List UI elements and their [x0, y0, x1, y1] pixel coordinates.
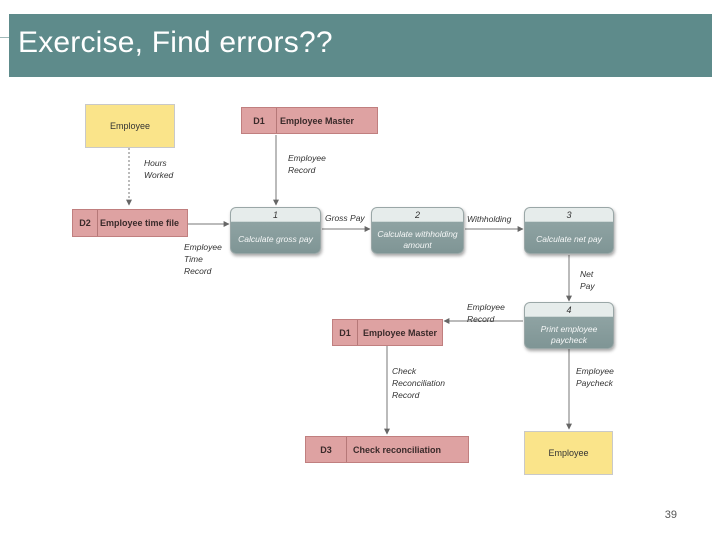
flow-label-employee-time-record: Employee Time Record — [184, 242, 222, 276]
flow-label-employee-record-top: Employee Record — [288, 153, 326, 175]
flow-label-hours-worked: Hours Worked — [144, 158, 174, 180]
external-entity-label: Employee — [109, 121, 151, 131]
process-id: 2 — [414, 210, 420, 220]
data-store-name: Employee time file — [100, 218, 180, 228]
external-entity-employee-bottom: Employee — [524, 431, 613, 475]
title-bar: Exercise, Find errors?? — [9, 14, 712, 77]
slide-title: Exercise, Find errors?? — [18, 26, 333, 59]
flow-label-withholding: Withholding — [467, 214, 512, 224]
data-store-id: D1 — [242, 108, 277, 133]
page-number: 39 — [664, 509, 677, 521]
data-store-d1-mid: D1 Employee Master — [332, 319, 443, 346]
process-4: 4 Print employee paycheck — [524, 302, 614, 349]
process-name: Calculate withholding amount — [377, 229, 458, 250]
flow-label-net-pay: Net Pay — [580, 269, 595, 291]
title-accent-line — [0, 37, 9, 38]
flow-label-check-reconciliation-record: Check Reconciliation Record — [392, 366, 445, 400]
process-id: 1 — [272, 210, 278, 220]
process-id: 3 — [566, 210, 572, 220]
process-name: Calculate net pay — [536, 234, 602, 244]
process-name: Print employee paycheck — [540, 324, 598, 345]
flow-label-employee-paycheck: Employee Paycheck — [576, 366, 614, 388]
external-entity-employee-top: Employee — [85, 104, 175, 148]
data-store-name: Check reconciliation — [353, 444, 442, 455]
process-2: 2 Calculate withholding amount — [371, 207, 464, 254]
data-store-name: Employee Master — [363, 327, 438, 338]
flow-label-employee-record-mid: Employee Record — [467, 302, 505, 324]
process-name: Calculate gross pay — [238, 234, 313, 244]
process-1: 1 Calculate gross pay — [230, 207, 321, 254]
data-store-d1-top: D1 Employee Master — [241, 107, 378, 134]
data-store-id: D3 — [306, 437, 347, 462]
data-store-name: Employee Master — [280, 115, 355, 126]
flow-label-gross-pay: Gross Pay — [325, 213, 365, 223]
process-3: 3 Calculate net pay — [524, 207, 614, 254]
data-store-id: D1 — [333, 320, 358, 345]
external-entity-label: Employee — [548, 448, 589, 458]
data-store-id: D2 — [73, 210, 98, 236]
process-id: 4 — [566, 305, 572, 315]
data-store-d3: D3 Check reconciliation — [305, 436, 469, 463]
data-store-d2: D2 Employee time file — [72, 209, 188, 237]
